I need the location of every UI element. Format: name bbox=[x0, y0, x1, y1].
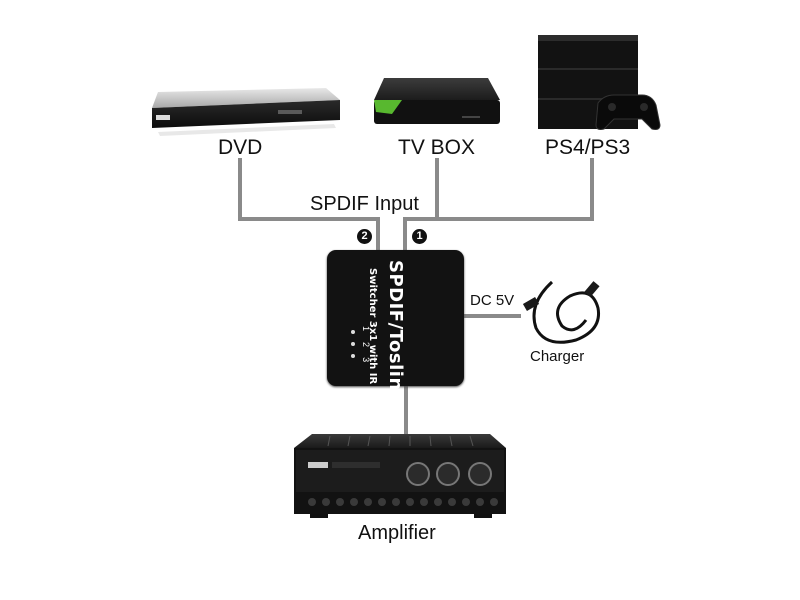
usb-charger-cable-icon bbox=[522, 280, 601, 344]
audio-amplifier-icon bbox=[294, 434, 506, 518]
tv-box-icon bbox=[374, 78, 500, 124]
port-1-badge: 1 bbox=[412, 229, 427, 244]
charger-label: Charger bbox=[530, 348, 585, 365]
game-console-icon bbox=[538, 35, 661, 130]
port-2-badge: 2 bbox=[357, 229, 372, 244]
ps-wire bbox=[435, 158, 594, 221]
indicator-3-label: 3 bbox=[361, 357, 371, 363]
dc-5v-label: DC 5V bbox=[470, 292, 515, 309]
spdif-input-label: SPDIF Input bbox=[310, 193, 419, 215]
dvd-player-icon bbox=[152, 88, 340, 136]
tv-box-label: TV BOX bbox=[398, 136, 476, 159]
dvd-wire bbox=[238, 158, 380, 277]
audio-switcher-icon: SPDIF/Toslink Switcher 3x1 with IR 1 2 3 bbox=[327, 250, 464, 403]
indicator-numbers: 1 2 3 bbox=[361, 326, 371, 362]
indicator-led-3 bbox=[351, 354, 355, 358]
tvbox-wire bbox=[403, 158, 439, 252]
indicator-led-2 bbox=[351, 342, 355, 346]
switcher-subtitle: Switcher 3x1 with IR bbox=[367, 268, 378, 385]
indicator-1-label: 1 bbox=[361, 326, 371, 332]
dvd-label: DVD bbox=[218, 136, 263, 159]
ps-label: PS4/PS3 bbox=[545, 136, 631, 159]
switcher-title: SPDIF/Toslink bbox=[385, 260, 406, 404]
indicator-led-1 bbox=[351, 330, 355, 334]
indicator-2-label: 2 bbox=[361, 341, 371, 347]
amplifier-label: Amplifier bbox=[358, 522, 436, 544]
